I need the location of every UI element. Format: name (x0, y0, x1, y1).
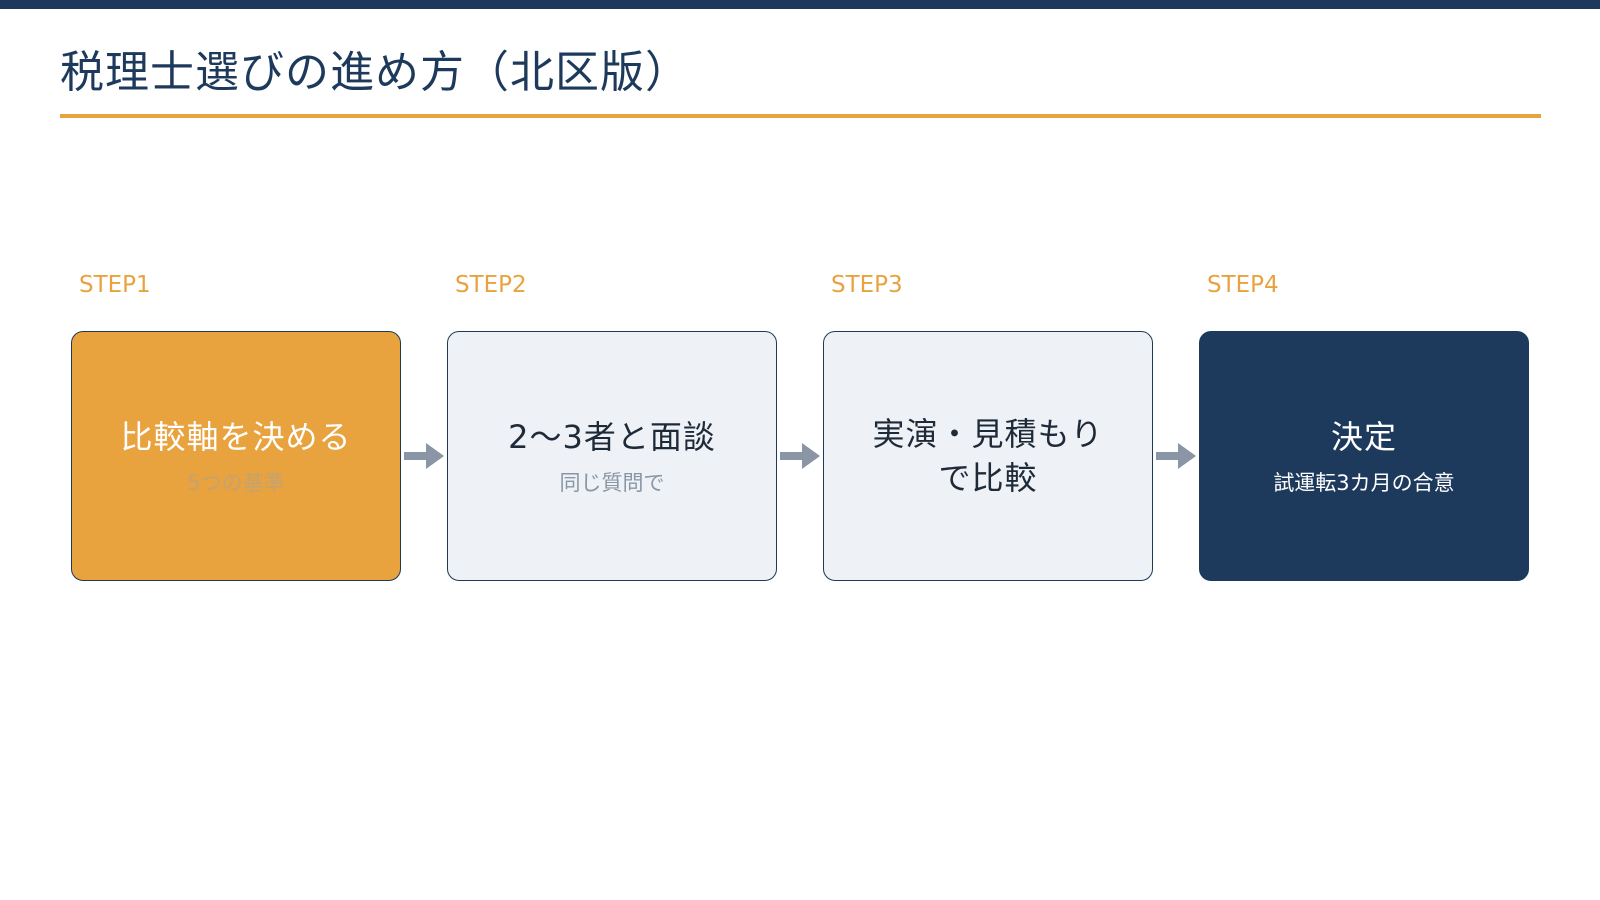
arrow-right-icon (780, 443, 820, 469)
step-subtitle-1: 5つの基準 (187, 471, 285, 495)
top-accent-bar (0, 0, 1600, 9)
arrow-right-icon (1156, 443, 1196, 469)
step-title-2: 2〜3者と面談 (508, 418, 716, 456)
step-label-2: STEP2 (455, 272, 527, 298)
step-label-1: STEP1 (79, 272, 151, 298)
title-underline (60, 114, 1541, 118)
arrow-right-icon (404, 443, 444, 469)
step-subtitle-2: 同じ質問で (559, 471, 665, 495)
step-label-3: STEP3 (831, 272, 903, 298)
step-box-4: 決定 試運転3カ月の合意 (1199, 331, 1529, 581)
step-box-2: 2〜3者と面談 同じ質問で (447, 331, 777, 581)
step-title-3: 実演・見積もりで比較 (872, 415, 1104, 497)
step-title-1: 比較軸を決める (120, 418, 352, 456)
step-title-4: 決定 (1330, 418, 1397, 456)
step-label-4: STEP4 (1207, 272, 1279, 298)
step-box-3: 実演・見積もりで比較 (823, 331, 1153, 581)
page-title: 税理士選びの進め方（北区版） (60, 47, 690, 98)
step-box-1: 比較軸を決める 5つの基準 (71, 331, 401, 581)
step-subtitle-4: 試運転3カ月の合意 (1273, 471, 1455, 495)
